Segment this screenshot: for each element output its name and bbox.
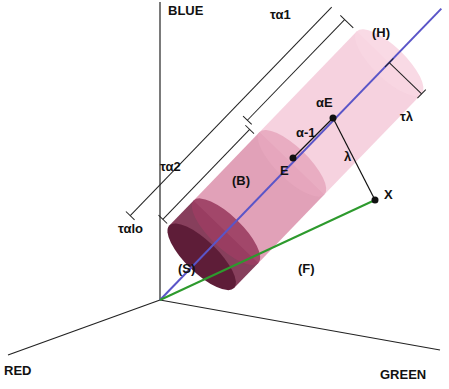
cylinder [98,0,449,331]
color-vector [160,200,375,300]
point-label: αE [316,96,333,110]
green-axis [160,300,440,350]
dimension-label: ταlo [118,222,143,236]
axes [8,2,440,355]
lambda-line [333,118,375,200]
point-label: E [280,164,289,178]
dimension-label: τα2 [160,160,181,174]
blue-axis [159,2,160,300]
region-label: (H) [372,26,390,40]
region-label: (B) [232,174,250,188]
point-x [372,197,379,204]
point-alpha-e [330,115,337,122]
region-label: (F) [298,262,315,276]
distance-label: λ [344,150,351,164]
dimension-lines [126,0,426,302]
red-axis [8,300,160,355]
gray-axis [160,9,441,300]
region-label: (S) [178,262,195,276]
dimension-label: τα1 [270,8,291,22]
axis-label: BLUE [168,4,203,18]
point-e [290,155,297,162]
point-label: X [384,188,393,202]
axis-label: RED [4,364,31,378]
dimension-label: τλ [400,110,413,124]
cylinder-top [346,20,433,106]
segment-label: α-1 [296,126,316,140]
axis-label: GREEN [380,368,426,382]
alpha-segment [293,118,333,158]
